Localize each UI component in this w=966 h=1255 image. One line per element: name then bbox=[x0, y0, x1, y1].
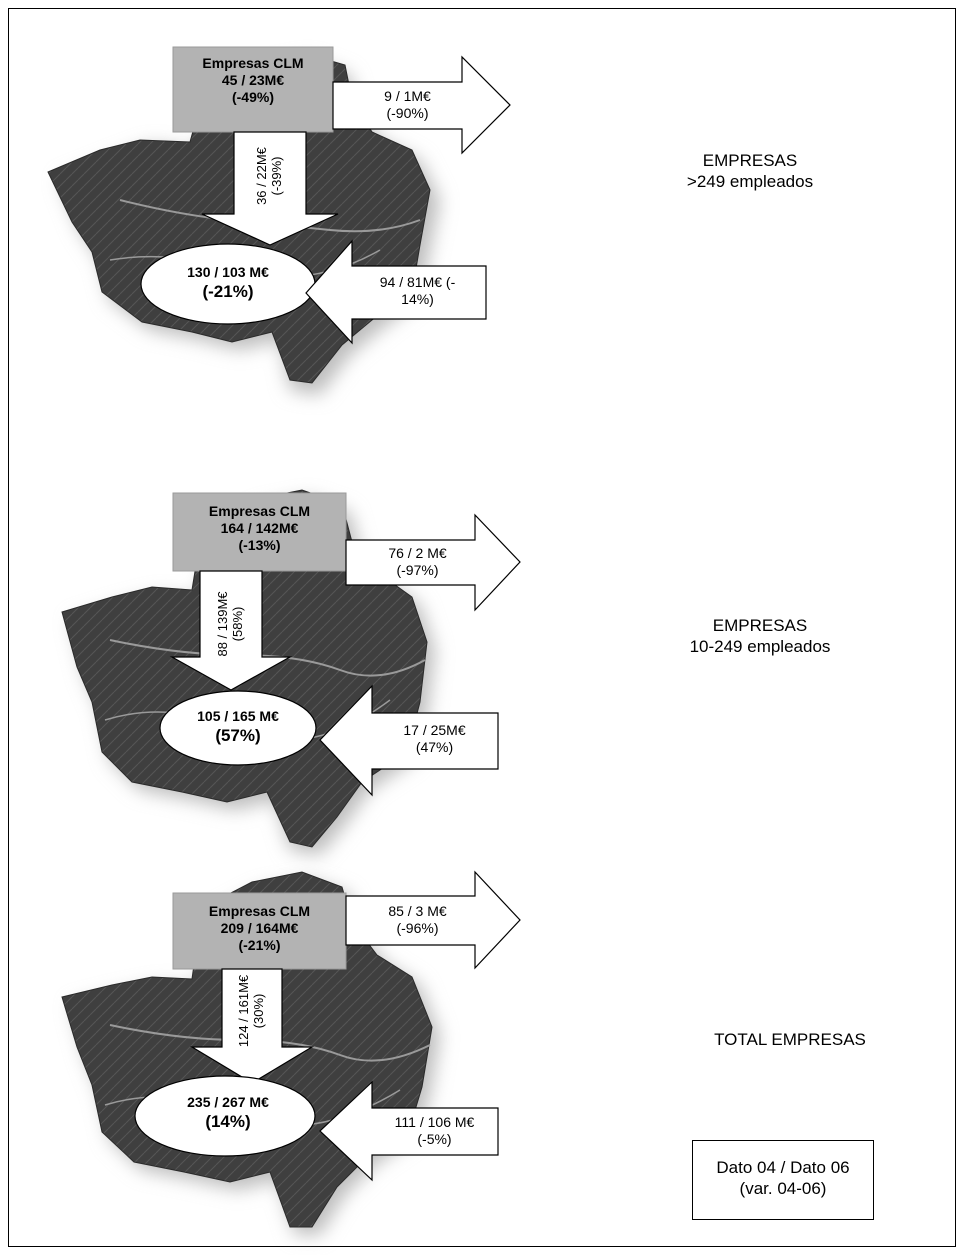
source-box bbox=[172, 892, 347, 970]
down-value: 36 / 22M€ bbox=[254, 147, 269, 205]
out-value: 76 / 2 M€ bbox=[388, 545, 447, 561]
ellipse-text: 105 / 165 M€ (57%) bbox=[160, 708, 316, 747]
panel-side-label: EMPRESAS 10-249 empleados bbox=[650, 615, 870, 657]
in-arrow bbox=[305, 239, 487, 345]
side-label-line1: TOTAL EMPRESAS bbox=[714, 1030, 866, 1049]
out-arrow bbox=[332, 55, 511, 155]
out-change: (-97%) bbox=[396, 562, 439, 578]
result-ellipse bbox=[134, 1075, 316, 1157]
in-change: 14%) bbox=[401, 291, 434, 307]
panel-side-label: TOTAL EMPRESAS bbox=[670, 1029, 910, 1050]
in-arrow bbox=[319, 684, 499, 797]
down-arrow-text: 36 / 22M€ (-39%) bbox=[254, 126, 286, 226]
in-change: (-5%) bbox=[417, 1131, 452, 1147]
out-change: (-96%) bbox=[396, 920, 439, 936]
down-value: 124 / 161M€ bbox=[236, 974, 251, 1048]
in-arrow-text: 94 / 81M€ (- 14%) bbox=[355, 274, 480, 308]
source-box-text: Empresas CLM 209 / 164M€ (-21%) bbox=[173, 903, 346, 954]
out-value: 9 / 1M€ bbox=[384, 88, 431, 104]
out-arrow bbox=[345, 870, 521, 970]
source-value: 164 / 142M€ bbox=[220, 520, 299, 536]
in-change: (47%) bbox=[415, 739, 454, 755]
panel-graphics bbox=[47, 46, 511, 395]
source-value: 45 / 23M€ bbox=[221, 72, 285, 88]
page-frame bbox=[8, 8, 956, 1247]
down-arrow-text: 88 / 139M€ (58%) bbox=[215, 576, 247, 672]
side-label-line1: EMPRESAS bbox=[702, 151, 798, 170]
out-value: 85 / 3 M€ bbox=[388, 903, 447, 919]
panel-graphics bbox=[61, 489, 521, 855]
out-arrow-text: 76 / 2 M€ (-97%) bbox=[355, 545, 480, 579]
ellipse-change: (14%) bbox=[205, 1112, 251, 1131]
legend-line2: (var. 04-06) bbox=[739, 1179, 827, 1198]
down-arrow-text: 124 / 161M€ (30%) bbox=[236, 961, 268, 1061]
legend-box: Dato 04 / Dato 06 (var. 04-06) bbox=[692, 1140, 874, 1220]
source-value: 209 / 164M€ bbox=[220, 920, 299, 936]
ellipse-text: 130 / 103 M€ (-21%) bbox=[150, 264, 306, 303]
source-change: (-13%) bbox=[238, 537, 281, 553]
source-title: Empresas CLM bbox=[208, 503, 311, 519]
in-value: 94 / 81M€ (- bbox=[379, 274, 456, 290]
side-label-line2: 10-249 empleados bbox=[689, 637, 831, 656]
in-arrow-text: 111 / 106 M€ (-5%) bbox=[372, 1114, 497, 1148]
ellipse-text: 235 / 267 M€ (14%) bbox=[150, 1094, 306, 1133]
ellipse-value: 235 / 267 M€ bbox=[187, 1094, 269, 1110]
down-arrow bbox=[169, 570, 293, 691]
down-change: (30%) bbox=[251, 993, 266, 1029]
in-value: 17 / 25M€ bbox=[403, 722, 466, 738]
down-value: 88 / 139M€ bbox=[215, 591, 230, 657]
source-box-text: Empresas CLM 164 / 142M€ (-13%) bbox=[173, 503, 346, 554]
source-title: Empresas CLM bbox=[202, 55, 304, 71]
in-value: 111 / 106 M€ bbox=[394, 1114, 475, 1130]
out-arrow bbox=[345, 513, 521, 612]
ellipse-change: (-21%) bbox=[202, 282, 254, 301]
ellipse-value: 105 / 165 M€ bbox=[197, 708, 279, 724]
panel-side-label: EMPRESAS >249 empleados bbox=[640, 150, 860, 192]
source-change: (-21%) bbox=[238, 937, 281, 953]
side-label-line2: >249 empleados bbox=[686, 172, 814, 191]
ellipse-change: (57%) bbox=[215, 726, 261, 745]
river-line bbox=[109, 1024, 431, 1062]
source-box bbox=[172, 492, 347, 572]
legend-line1: Dato 04 / Dato 06 bbox=[716, 1158, 850, 1177]
result-ellipse bbox=[159, 690, 317, 766]
source-title: Empresas CLM bbox=[208, 903, 311, 919]
down-arrow bbox=[189, 968, 315, 1084]
in-arrow-text: 17 / 25M€ (47%) bbox=[372, 722, 497, 756]
down-arrow bbox=[201, 131, 339, 246]
out-arrow-text: 9 / 1M€ (-90%) bbox=[345, 88, 470, 122]
in-arrow bbox=[319, 1080, 499, 1182]
source-box-text: Empresas CLM 45 / 23M€ (-49%) bbox=[173, 55, 333, 106]
side-label-line1: EMPRESAS bbox=[712, 616, 808, 635]
out-arrow-text: 85 / 3 M€ (-96%) bbox=[355, 903, 480, 937]
out-change: (-90%) bbox=[386, 105, 429, 121]
source-change: (-49%) bbox=[231, 89, 274, 105]
ellipse-value: 130 / 103 M€ bbox=[187, 264, 269, 280]
panel-graphics bbox=[61, 870, 521, 1235]
down-change: (58%) bbox=[230, 606, 245, 642]
down-change: (-39%) bbox=[269, 156, 284, 196]
